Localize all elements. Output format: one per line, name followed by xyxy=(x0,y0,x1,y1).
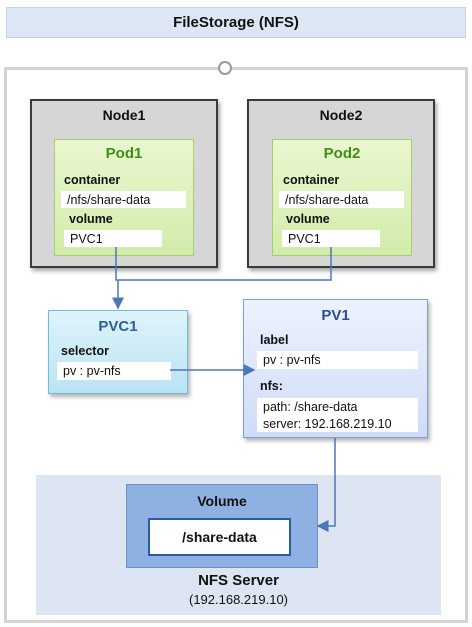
nfs-server-name: NFS Server xyxy=(198,572,279,589)
pod2-container-label: container xyxy=(283,173,340,187)
pvc1-box: PVC1 selector pv : pv-nfs xyxy=(48,310,188,394)
pod1-box: Pod1 container /nfs/share-data volume PV… xyxy=(54,139,194,256)
pod2-volume-value: PVC1 xyxy=(282,230,380,247)
pod2-container-path: /nfs/share-data xyxy=(279,191,404,208)
pod1-volume-label: volume xyxy=(69,212,113,226)
pod2-title: Pod2 xyxy=(323,145,361,162)
pod-to-pvc-line xyxy=(115,247,332,281)
pod1-volume-value: PVC1 xyxy=(64,230,162,247)
pv1-title: PV1 xyxy=(321,307,350,324)
pv1-nfs-path: path: /share-data xyxy=(263,399,358,414)
pod1-container-label: container xyxy=(64,173,121,187)
pv1-nfs-label: nfs: xyxy=(260,379,283,393)
node1-title: Node1 xyxy=(102,107,146,123)
diagram-title: FileStorage (NFS) xyxy=(6,7,466,38)
pvc1-selector-label: selector xyxy=(61,344,109,358)
pod1-title: Pod1 xyxy=(105,145,143,162)
pod1-container-path: /nfs/share-data xyxy=(61,191,186,208)
pv1-nfs-server: server: 192.168.219.10 xyxy=(263,416,392,431)
pvc1-selector-value: pv : pv-nfs xyxy=(57,362,171,380)
node2-title: Node2 xyxy=(319,107,363,123)
volume-title: Volume xyxy=(197,493,247,509)
pv1-label-value: pv : pv-nfs xyxy=(257,351,418,369)
pv1-box: PV1 label pv : pv-nfs nfs: path: /share-… xyxy=(243,299,428,438)
pv1-label-label: label xyxy=(260,333,289,347)
pv1-nfs-fields: path: /share-data server: 192.168.219.10 xyxy=(257,398,418,432)
pod2-volume-label: volume xyxy=(286,212,330,226)
pod2-box: Pod2 container /nfs/share-data volume PV… xyxy=(272,139,412,256)
connector-circle xyxy=(218,61,232,75)
pv-to-volume-arrow xyxy=(316,438,336,532)
nfs-server-ip: (192.168.219.10) xyxy=(188,592,289,607)
pvc1-title: PVC1 xyxy=(98,318,138,335)
volume-path: /share-data xyxy=(148,518,291,556)
